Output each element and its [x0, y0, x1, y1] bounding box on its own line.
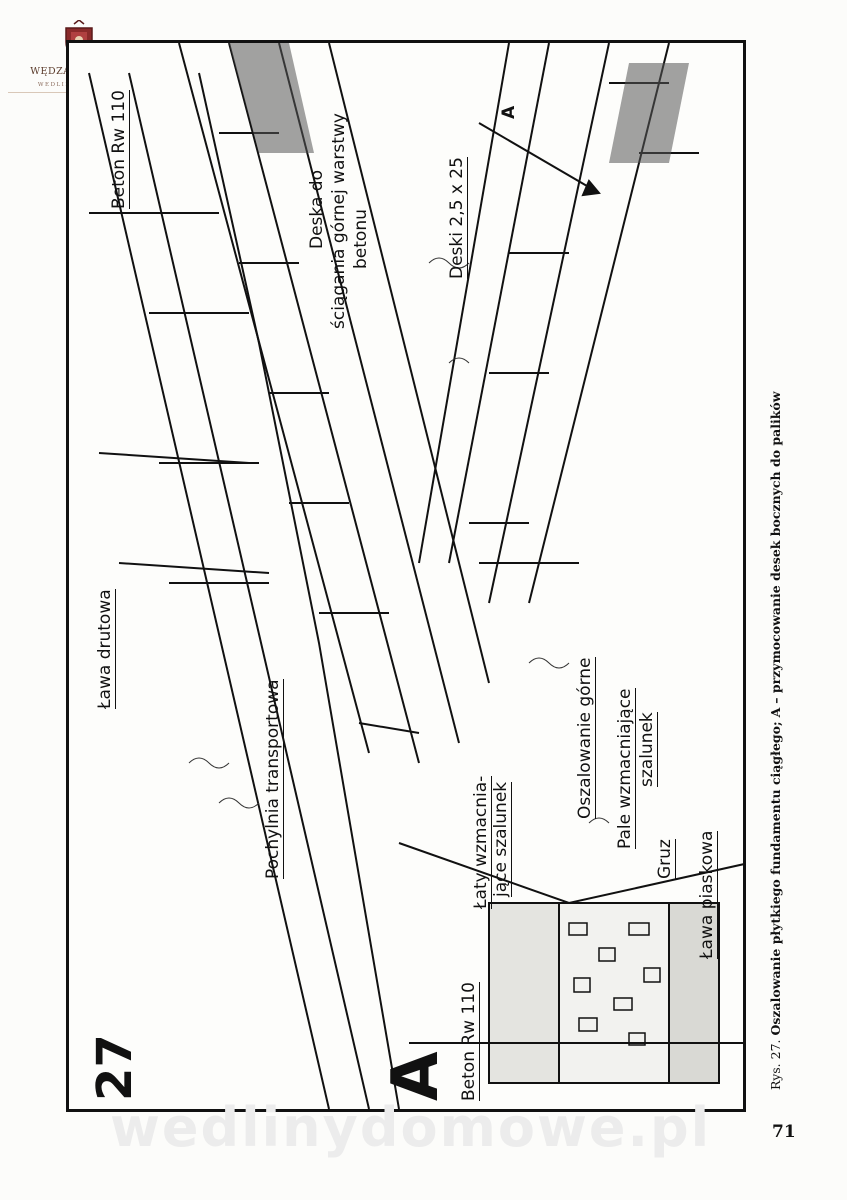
soil-texture — [188, 257, 610, 824]
formwork-board — [328, 43, 490, 684]
label-laty: Łaty wzmacnia- — [471, 775, 492, 909]
formwork-board — [488, 43, 610, 604]
label-section-mark: A — [499, 105, 519, 119]
label-pale2: szalunek — [637, 712, 658, 787]
ramp-crosspiece — [98, 452, 250, 464]
label-beton-bottom: Beton Rw 110 — [459, 982, 480, 1101]
formwork-board — [228, 43, 420, 764]
label-deski: Deski 2,5 x 25 — [447, 157, 468, 279]
ramp-beam — [128, 72, 370, 1109]
label-gruz: Gruz — [655, 839, 676, 879]
label-deska-do: Deska do — [307, 170, 327, 249]
concrete-slab — [229, 43, 689, 163]
formwork-board — [418, 43, 510, 564]
label-betonu: betonu — [351, 209, 371, 269]
formwork-board — [278, 43, 460, 744]
caption-letter: A — [768, 707, 783, 718]
watermark: wedlinydomowe.pl — [110, 1096, 712, 1159]
section-letter: A — [379, 1051, 453, 1101]
page-number: 71 — [772, 1122, 796, 1142]
cross-cleat — [358, 722, 420, 734]
label-pale: Pale wzmacniające — [615, 688, 636, 849]
figure-number: 27 — [87, 1034, 143, 1101]
figure-frame: 27 A Beton Rw 110 Łaty wzmacnia- jące sz… — [66, 40, 746, 1112]
caption-text: Oszalowanie płytkiego fundamentu ciągłeg… — [768, 721, 783, 1036]
section-arrow — [478, 122, 601, 197]
label-sciagania: ściągania górnej warstwy — [329, 113, 349, 329]
label-beton-top: Beton Rw 110 — [109, 90, 130, 209]
caption-prefix: Rys. 27. — [768, 1039, 783, 1091]
label-pochylnia: Pochylnia transportowa — [263, 679, 284, 879]
figure-caption: Rys. 27. Oszalowanie płytkiego fundament… — [768, 270, 794, 1091]
drawing-labels: 27 A Beton Rw 110 Łaty wzmacnia- jące sz… — [69, 43, 743, 1109]
rubble — [568, 922, 661, 1046]
formwork-board — [448, 43, 550, 564]
caption-rest: – przymocowanie desek bocznych do palikó… — [768, 391, 783, 704]
ramp-beam — [198, 72, 400, 1109]
label-lawa-piaskowa: Ława piaskowa — [697, 830, 718, 959]
foundation-formwork-drawing — [88, 43, 743, 1109]
label-lawa-drutowa: Ława drutowa — [95, 589, 116, 709]
label-laty2: jące szalunek — [491, 781, 512, 897]
formwork-board — [178, 43, 370, 754]
ramp-crosspiece — [118, 562, 270, 574]
label-oszalowanie: Oszalowanie górne — [575, 657, 596, 819]
ramp-beam — [88, 72, 330, 1109]
section-detail — [488, 902, 743, 1084]
